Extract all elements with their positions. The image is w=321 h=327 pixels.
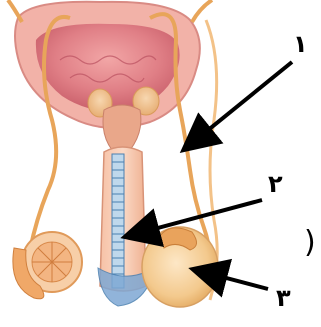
label-2: ٢ bbox=[268, 172, 283, 196]
testis-lobules bbox=[32, 242, 72, 282]
edge-mark: ) bbox=[304, 228, 316, 258]
label-3: ٣ bbox=[276, 286, 291, 310]
ureter-right bbox=[192, 0, 212, 22]
prostate bbox=[103, 105, 141, 153]
label-1: ١ bbox=[293, 32, 308, 56]
ureter-left bbox=[8, 0, 22, 22]
urethra bbox=[112, 154, 124, 288]
arrow-1 bbox=[186, 62, 292, 148]
